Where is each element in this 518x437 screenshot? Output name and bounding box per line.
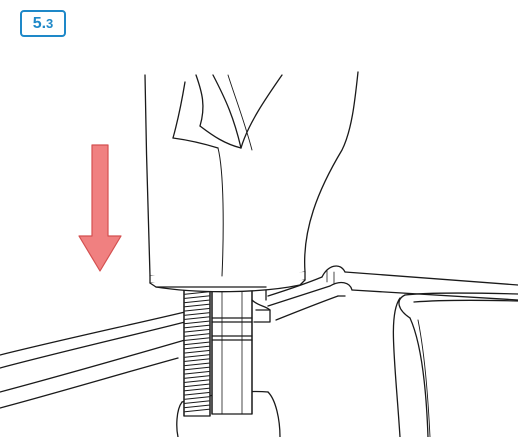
thread-line <box>184 303 210 308</box>
step-number-major: 5. <box>32 14 47 32</box>
thread-line <box>184 379 210 383</box>
thread-line <box>184 375 210 379</box>
thread-line <box>184 350 210 354</box>
thread-line <box>184 299 210 304</box>
thread-line <box>184 392 210 396</box>
thread-line <box>184 291 210 295</box>
thread-line <box>184 354 210 358</box>
thread-line <box>184 308 210 312</box>
thread-line <box>184 366 210 371</box>
thread-line <box>184 333 210 337</box>
thread-line <box>184 408 210 413</box>
thread-line <box>184 387 210 392</box>
thread-line <box>184 362 210 367</box>
thread-line <box>184 400 210 404</box>
sink-basin <box>392 292 518 437</box>
thread-line <box>184 345 210 350</box>
thread-line <box>184 341 210 346</box>
thread-line <box>184 295 210 299</box>
thread-line <box>184 383 210 388</box>
thread-line <box>184 404 210 409</box>
thread-line <box>184 320 210 325</box>
thread-line <box>184 316 210 320</box>
thread-line <box>184 324 210 329</box>
step-number-badge: 5.3 <box>20 10 66 37</box>
thread-line <box>184 329 210 333</box>
thread-line <box>184 337 210 341</box>
thread-line <box>184 371 210 375</box>
supply-tubes <box>211 285 271 415</box>
faucet-body <box>144 71 359 293</box>
step-number-minor: 3 <box>46 16 54 31</box>
arrow-down-icon <box>78 144 122 272</box>
thread-line <box>184 396 210 400</box>
thread-line <box>184 312 210 316</box>
thread-line <box>184 358 210 362</box>
countertop <box>0 265 518 409</box>
